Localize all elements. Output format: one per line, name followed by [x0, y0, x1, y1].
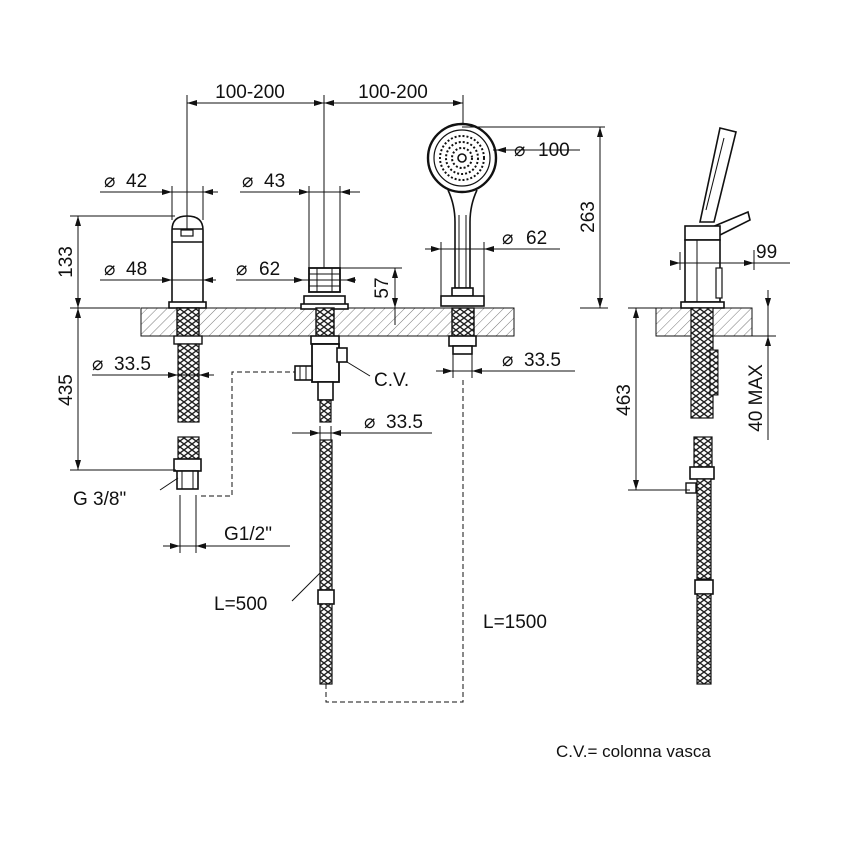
d33-mid-label: 33.5	[386, 412, 423, 433]
spacing-left-label: 100-200	[215, 82, 285, 103]
d62-div-symbol: ⌀	[236, 259, 247, 280]
h40max-label: 40 MAX	[746, 364, 767, 432]
d42-symbol: ⌀	[104, 171, 115, 192]
h435-label: 435	[56, 374, 77, 406]
d33-right-label: 33.5	[524, 350, 561, 371]
h463-label: 463	[614, 384, 635, 416]
d62-div-label: 62	[259, 259, 280, 280]
g38-label: G 3/8"	[73, 489, 126, 510]
g12-label: G1/2"	[224, 524, 272, 545]
spacing-dimension: 100-200 100-200	[186, 82, 464, 290]
d62-shower-label: 62	[526, 228, 547, 249]
w99-label: 99	[756, 242, 777, 263]
hand-shower: ⌀ 100 ⌀ 62 263 ⌀ 33.5	[425, 122, 608, 378]
d62-shower-symbol: ⌀	[502, 228, 513, 249]
d48-symbol: ⌀	[104, 259, 115, 280]
h57-label: 57	[372, 277, 393, 298]
height-435-dimension: 435	[56, 308, 176, 471]
cv-label: C.V.	[374, 370, 409, 391]
height-133-dimension: 133	[56, 215, 175, 309]
d100-label: 100	[538, 140, 570, 161]
d42-label: 42	[126, 171, 147, 192]
d33-right-symbol: ⌀	[502, 350, 513, 371]
l1500-label: L=1500	[483, 612, 547, 633]
d33-left-symbol: ⌀	[92, 354, 103, 375]
l500-label: L=500	[214, 594, 267, 615]
d48-label: 48	[126, 259, 147, 280]
h263-label: 263	[578, 201, 599, 233]
spacing-right-label: 100-200	[358, 82, 428, 103]
legend-note: C.V.= colonna vasca	[556, 742, 711, 761]
d43-label: 43	[264, 171, 285, 192]
diverter: ⌀ 43 ⌀ 62 57 C.V.	[214, 171, 547, 703]
d43-symbol: ⌀	[242, 171, 253, 192]
d100-symbol: ⌀	[514, 140, 525, 161]
d33-mid-symbol: ⌀	[364, 412, 375, 433]
mixer-body: ⌀ 42 ⌀ 48 ⌀ 33.5 G 3/8"	[73, 171, 296, 553]
side-view: 99 463 40 MAX	[614, 127, 790, 685]
d33-left-label: 33.5	[114, 354, 151, 375]
h133-label: 133	[56, 246, 77, 278]
